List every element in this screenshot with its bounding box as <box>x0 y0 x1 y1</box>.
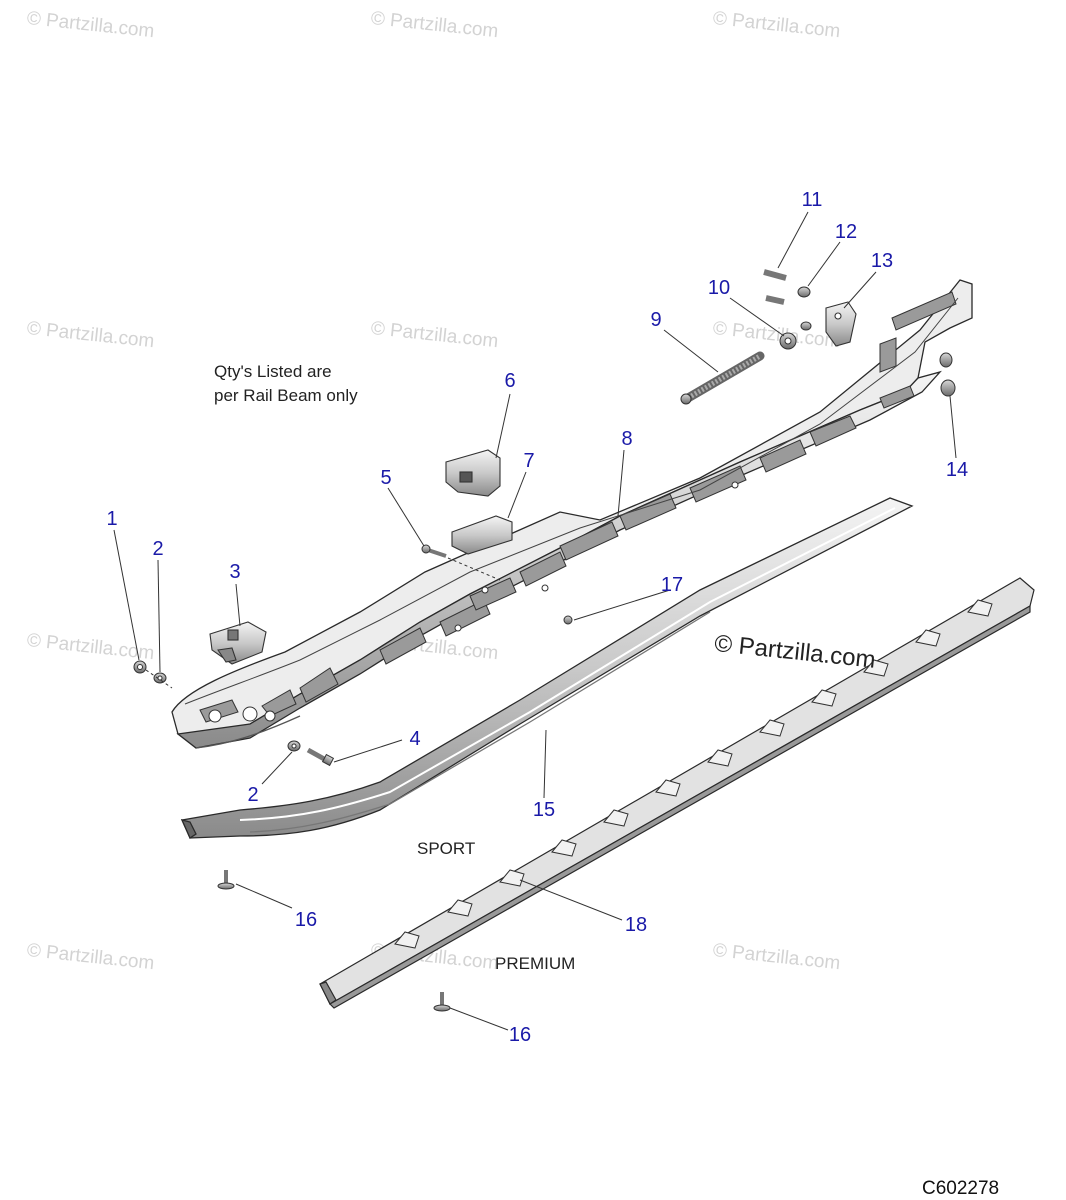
part-screw-5 <box>421 544 447 558</box>
callout-10: 10 <box>707 277 731 299</box>
callout-6: 6 <box>504 370 516 392</box>
part-screw-16 <box>217 870 451 1012</box>
callout-9: 9 <box>650 309 662 331</box>
callout-11: 11 <box>801 189 823 211</box>
qty-note: Qty's Listed are per Rail Beam only <box>214 360 358 408</box>
callout-14: 14 <box>945 459 969 481</box>
part-washer-2b <box>287 740 301 752</box>
callout-1: 1 <box>106 508 118 530</box>
part-bumper-3 <box>209 621 267 665</box>
part-nut-10 <box>779 332 797 350</box>
part-washer-2 <box>153 672 167 684</box>
leader-lines <box>113 211 957 1031</box>
qty-note-line1: Qty's Listed are <box>214 362 332 381</box>
diagram-code: C602278 <box>922 1178 1000 1199</box>
part-screw-17 <box>563 615 573 625</box>
part-rod-9 <box>680 351 765 405</box>
callout-5: 5 <box>380 467 392 489</box>
premium-slide <box>319 577 1035 1009</box>
callout-7: 7 <box>523 450 535 472</box>
callout-17: 17 <box>660 574 684 596</box>
callout-15: 15 <box>532 799 556 821</box>
part-bracket-13 <box>825 301 857 347</box>
part-spacer-7 <box>451 515 513 555</box>
variant-premium-label: PREMIUM <box>495 954 576 973</box>
callout-8: 8 <box>621 428 633 450</box>
callout-13: 13 <box>870 250 894 272</box>
part-nut-1 <box>133 660 147 674</box>
part-bolt-11 <box>763 269 787 305</box>
qty-note-line2: per Rail Beam only <box>214 386 358 405</box>
part-washer-12 <box>797 286 812 331</box>
callout-16b: 16 <box>508 1024 532 1046</box>
callout-12: 12 <box>834 221 858 243</box>
part-bolt-4 <box>306 747 335 767</box>
sport-slide <box>180 497 914 839</box>
part-cap-14 <box>939 352 956 397</box>
callout-18: 18 <box>624 914 648 936</box>
callout-16: 16 <box>294 909 318 931</box>
variant-sport-label: SPORT <box>417 839 476 858</box>
part-block-6 <box>445 449 501 497</box>
callout-2: 2 <box>152 538 164 560</box>
rail-beam <box>171 279 973 749</box>
callout-4: 4 <box>409 728 421 750</box>
callout-3: 3 <box>229 561 241 583</box>
callout-2b: 2 <box>247 784 259 806</box>
